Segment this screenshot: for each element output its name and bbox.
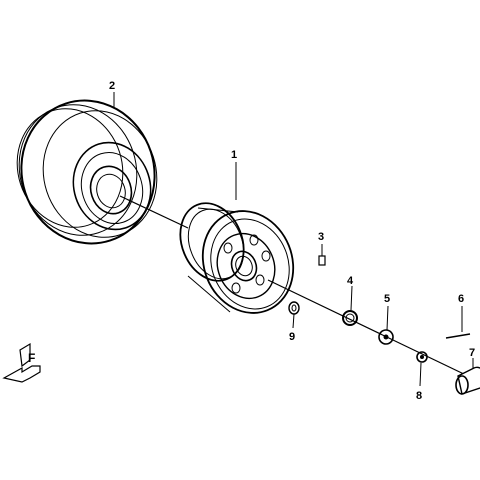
wheel-nut[interactable] [288, 301, 300, 329]
tire[interactable] [2, 83, 173, 261]
callout-6: 6 [458, 293, 464, 305]
castle-nut[interactable] [416, 351, 428, 387]
axle-centerline [119, 195, 469, 377]
front-direction-arrow-icon [2, 342, 41, 383]
callout-5: 5 [384, 293, 390, 305]
wheel-stud[interactable] [318, 244, 326, 266]
direction-letter: F [28, 351, 35, 365]
callout-4: 4 [347, 275, 354, 287]
o-ring[interactable] [342, 285, 358, 326]
callout-3: 3 [318, 231, 324, 243]
callout-8: 8 [416, 390, 422, 402]
hub-cap[interactable] [455, 358, 480, 395]
washer[interactable] [378, 305, 394, 345]
cotter-pin[interactable] [445, 306, 471, 339]
callout-7: 7 [469, 347, 475, 359]
callout-1: 1 [231, 149, 237, 161]
callout-9: 9 [289, 331, 295, 343]
wheel-rim[interactable] [169, 194, 308, 327]
callout-2: 2 [109, 80, 115, 92]
